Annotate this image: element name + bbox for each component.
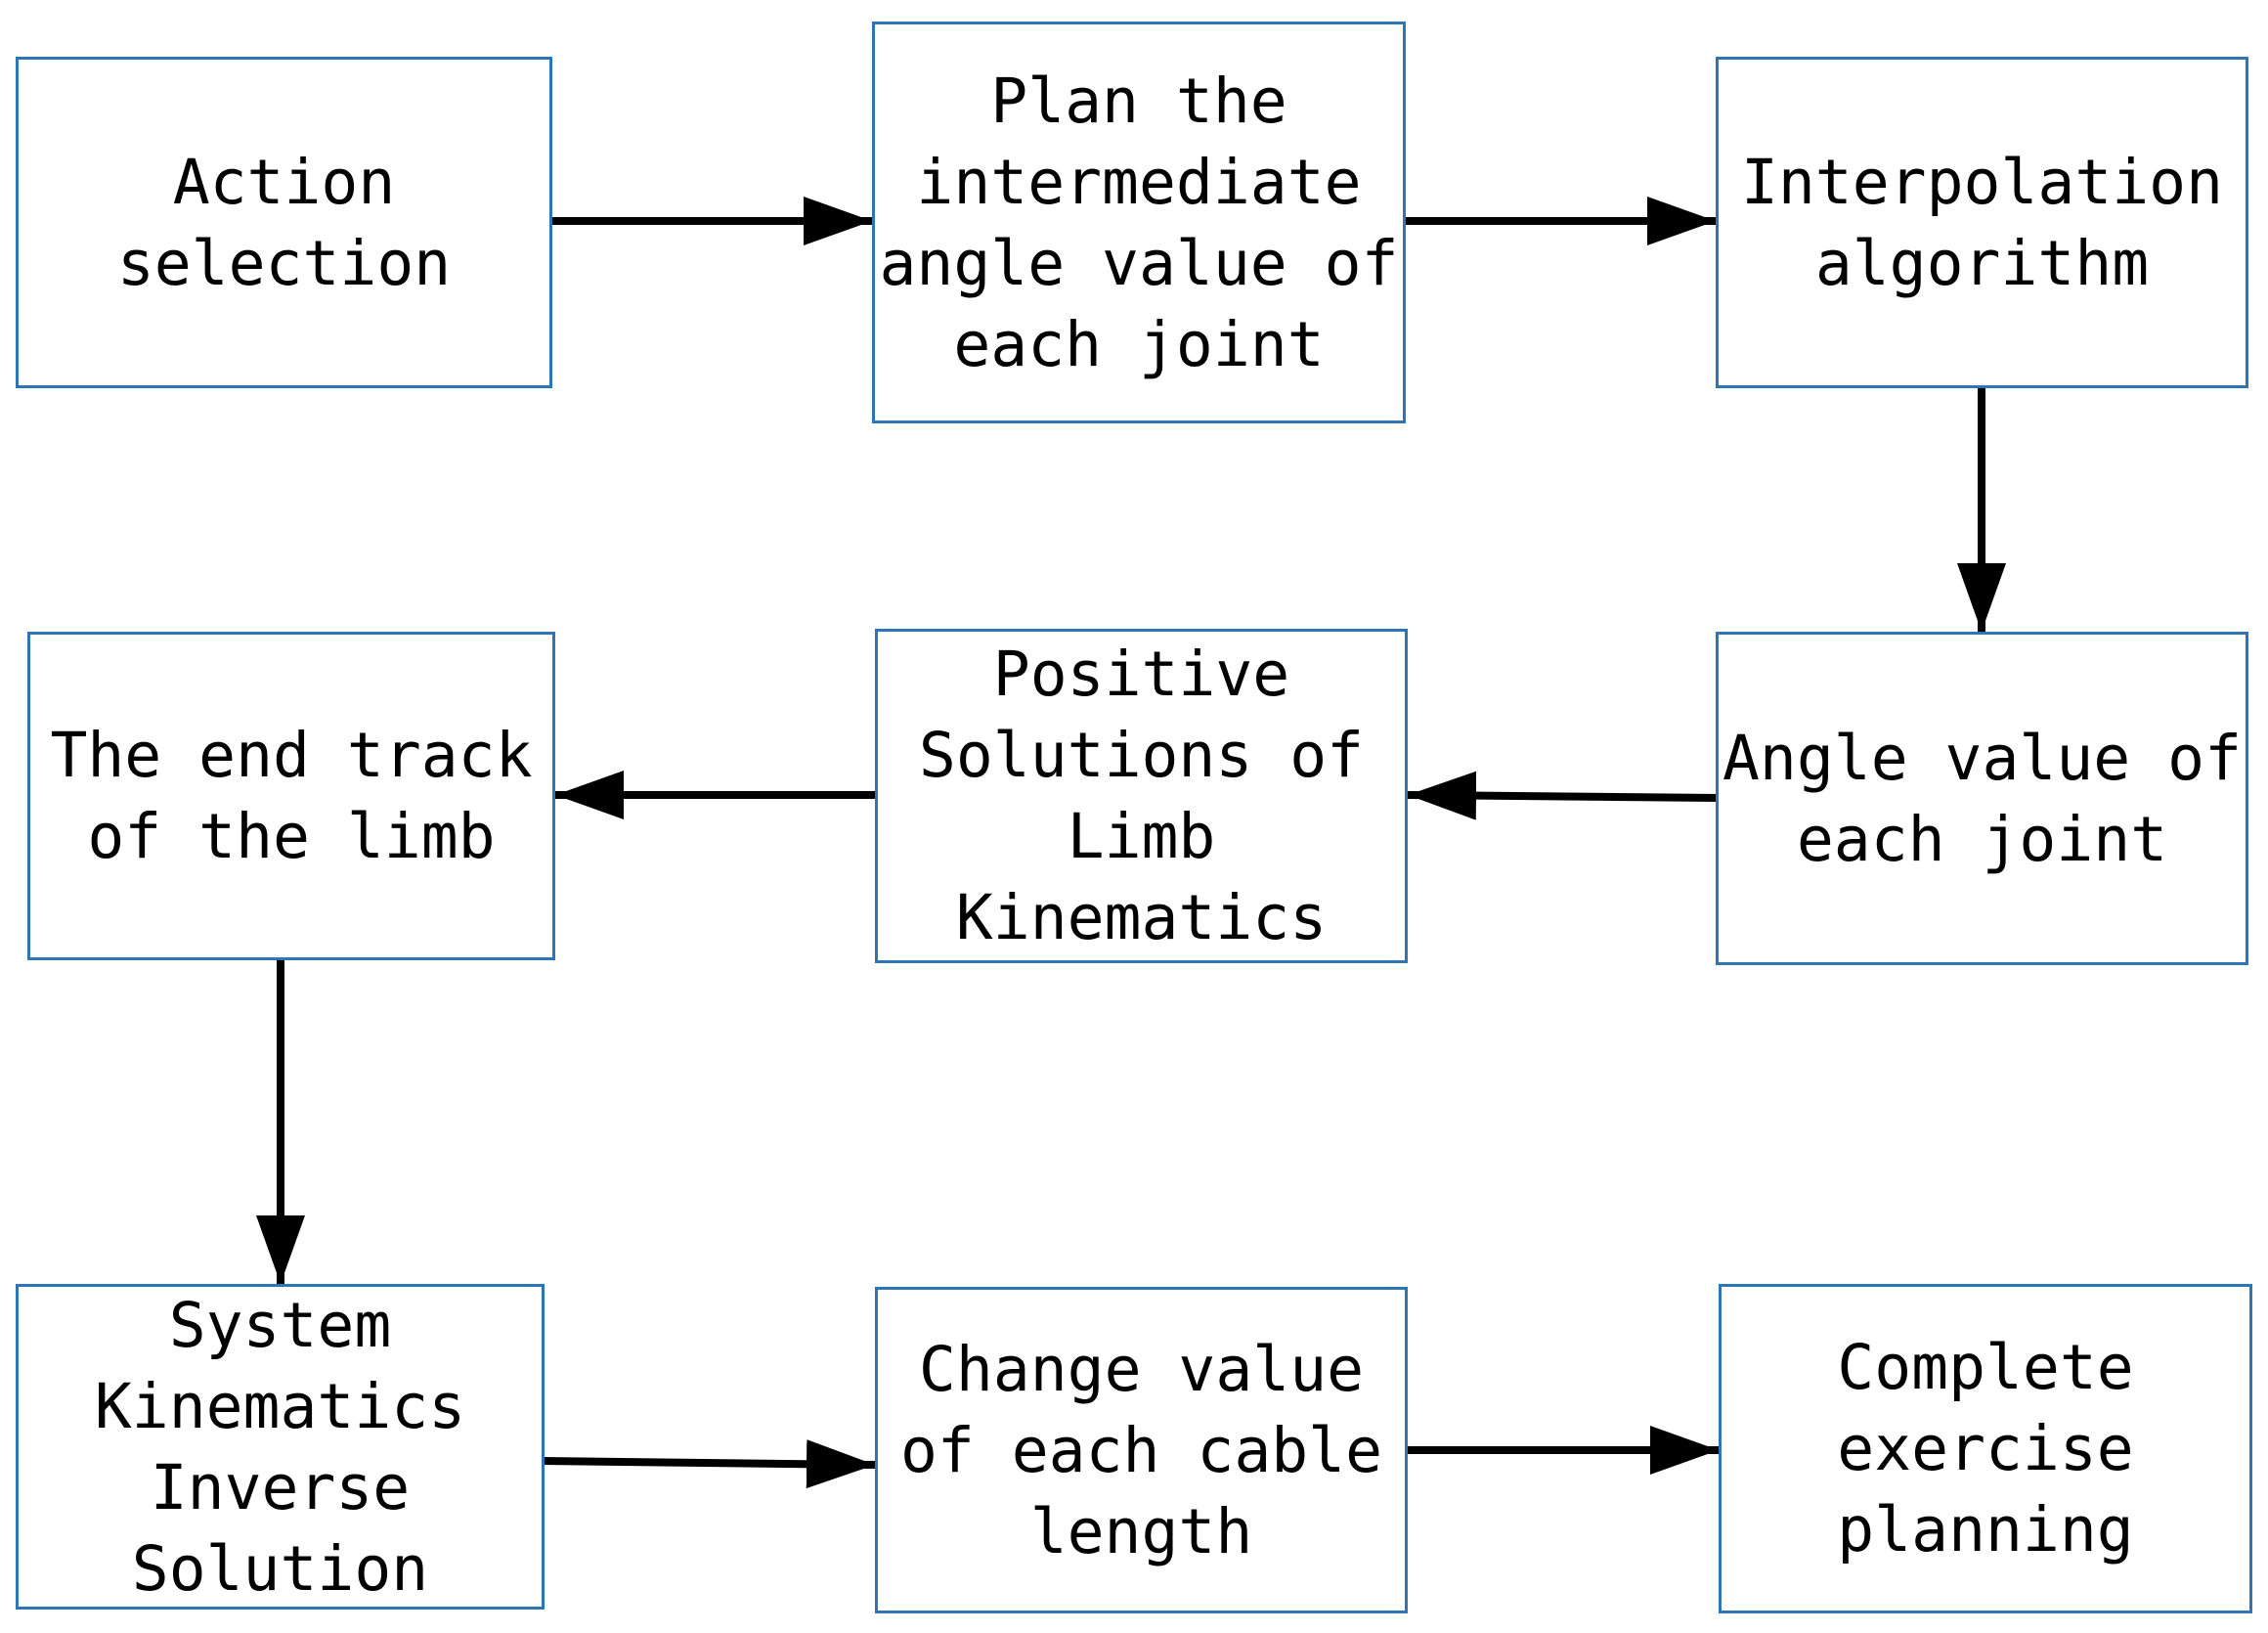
node-plan-intermediate-angle: Plan the intermediate angle value of eac… xyxy=(872,22,1406,423)
node-label: Complete exercise planning xyxy=(1837,1332,2134,1566)
node-end-track-of-limb: The end track of the limb xyxy=(27,632,555,960)
node-action-selection: Action selection xyxy=(16,57,552,388)
node-angle-value-each-joint: Angle value of each joint xyxy=(1716,632,2248,965)
node-label: Change value of each cable length xyxy=(899,1333,1383,1567)
node-label: Angle value of each joint xyxy=(1722,722,2242,875)
node-label: Plan the intermediate angle value of eac… xyxy=(879,65,1399,380)
node-label: Positive Solutions of Limb Kinematics xyxy=(918,639,1365,953)
node-label: The end track of the limb xyxy=(50,720,533,872)
node-change-cable-length: Change value of each cable length xyxy=(875,1287,1408,1613)
edge-angle-value-to-positive-solutions xyxy=(1407,771,1720,820)
node-label: System Kinematics Inverse Solution xyxy=(94,1289,466,1605)
node-system-kinematics-inverse: System Kinematics Inverse Solution xyxy=(16,1284,545,1610)
edge-system-kinematics-to-cable-length xyxy=(541,1439,876,1489)
node-label: Interpolation algorithm xyxy=(1740,146,2224,299)
node-positive-solutions: Positive Solutions of Limb Kinematics xyxy=(875,629,1408,963)
node-interpolation-algorithm: Interpolation algorithm xyxy=(1716,57,2248,388)
node-label: Action selection xyxy=(116,146,452,299)
node-complete-exercise-planning: Complete exercise planning xyxy=(1719,1284,2252,1613)
